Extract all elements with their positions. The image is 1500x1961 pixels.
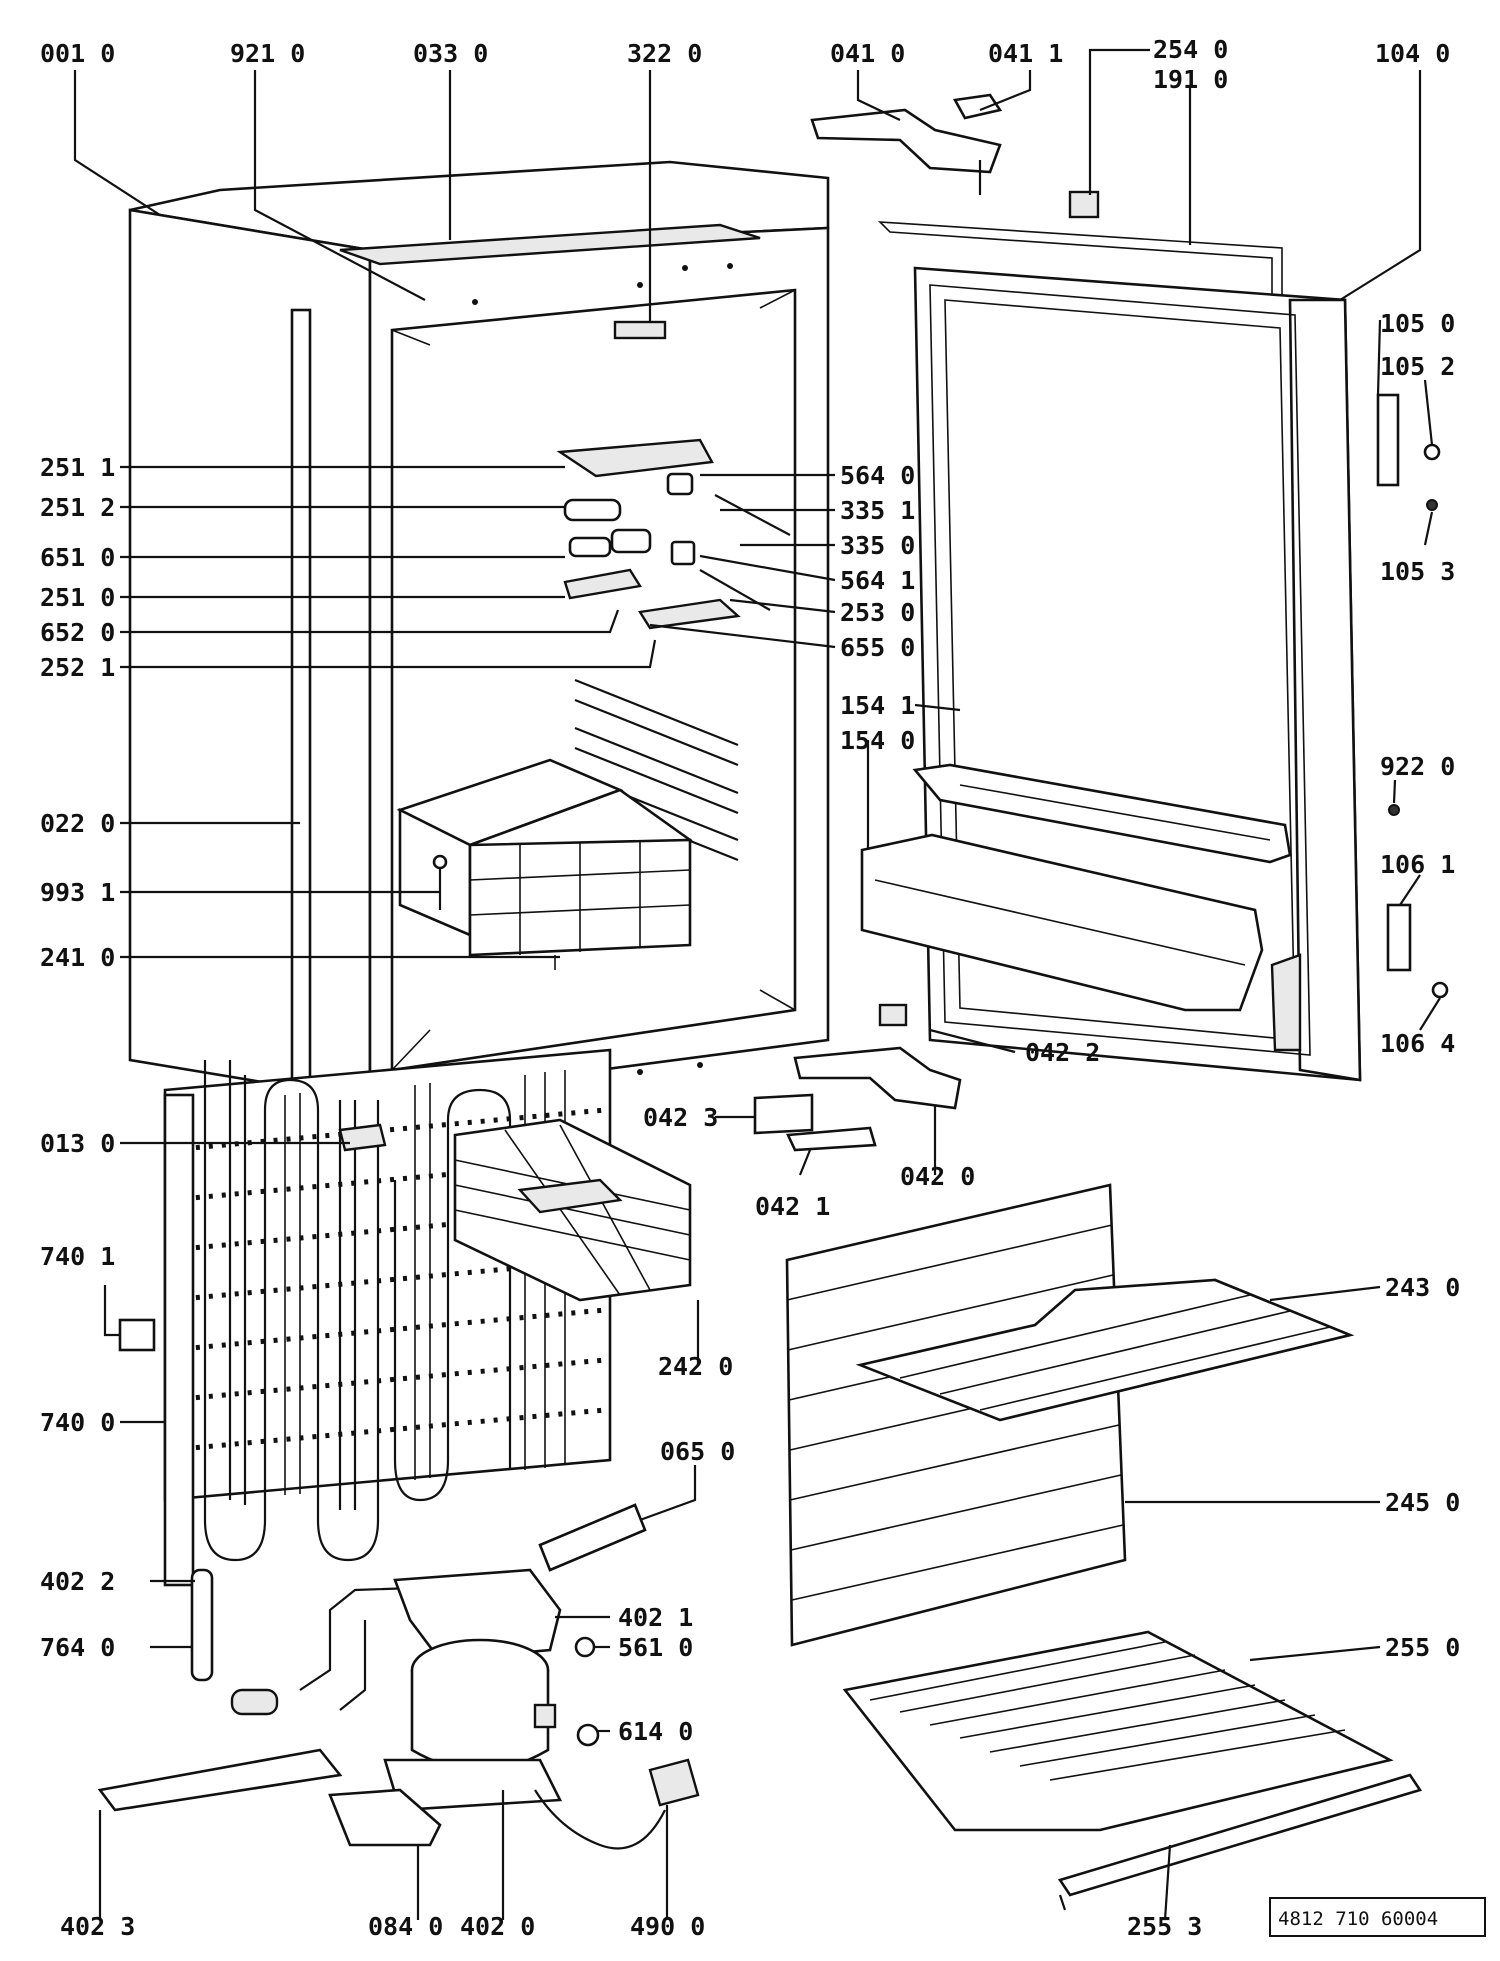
crisper-tray	[842, 1630, 1423, 1897]
part-label: 402 2	[40, 1567, 115, 1596]
part-label: 104 0	[1375, 39, 1450, 68]
part-label: 922 0	[1380, 752, 1455, 781]
part-label: 242 0	[658, 1352, 733, 1381]
evaporator	[453, 1118, 692, 1302]
part-label: 251 1	[40, 453, 115, 482]
document-number: 4812 710 60004	[1278, 1908, 1438, 1930]
thermostat-assembly	[556, 438, 791, 630]
part-label: 255 0	[1385, 1633, 1460, 1662]
freezer-compartment	[396, 758, 693, 970]
part-label: 651 0	[40, 543, 115, 572]
part-label: 740 1	[40, 1242, 115, 1271]
part-label: 065 0	[660, 1437, 735, 1466]
part-label: 402 0	[460, 1912, 535, 1941]
part-label: 655 0	[840, 633, 915, 662]
part-label: 013 0	[40, 1129, 115, 1158]
part-label: 042 1	[755, 1192, 830, 1221]
part-label: 241 0	[40, 943, 115, 972]
part-label: 105 3	[1380, 557, 1455, 586]
cabinet-body	[128, 160, 830, 1122]
part-label: 253 0	[840, 598, 915, 627]
part-labels: 001 0 921 0 033 0 322 0 041 0 041 1 254 …	[40, 35, 1460, 1941]
part-label: 154 1	[840, 691, 915, 720]
part-label: 252 1	[40, 653, 115, 682]
door	[860, 190, 1362, 1082]
part-label: 042 3	[643, 1103, 718, 1132]
part-label: 254 0	[1153, 35, 1228, 64]
part-label: 335 0	[840, 531, 915, 560]
part-label: 041 1	[988, 39, 1063, 68]
document-number-box: 4812 710 60004	[1269, 1897, 1486, 1937]
part-label: 042 2	[1025, 1038, 1100, 1067]
part-label: 561 0	[618, 1633, 693, 1662]
part-label: 255 3	[1127, 1912, 1202, 1941]
part-label: 490 0	[630, 1912, 705, 1941]
part-label: 335 1	[840, 496, 915, 525]
part-label: 564 0	[840, 461, 915, 490]
part-label: 106 4	[1380, 1029, 1455, 1058]
part-label: 245 0	[1385, 1488, 1460, 1517]
part-label: 106 1	[1380, 850, 1455, 879]
part-label: 191 0	[1153, 65, 1228, 94]
part-label: 105 0	[1380, 309, 1455, 338]
part-label: 243 0	[1385, 1273, 1460, 1302]
part-label: 614 0	[618, 1717, 693, 1746]
part-label: 921 0	[230, 39, 305, 68]
part-label: 251 2	[40, 493, 115, 522]
part-label: 022 0	[40, 809, 115, 838]
top-hinges	[810, 93, 1003, 195]
part-label: 251 0	[40, 583, 115, 612]
compressor-assembly	[97, 1503, 700, 1850]
part-label: 402 3	[60, 1912, 135, 1941]
part-label: 564 1	[840, 566, 915, 595]
leader-lines	[73, 48, 1441, 1921]
part-label: 322 0	[627, 39, 702, 68]
part-label: 402 1	[618, 1603, 693, 1632]
part-label: 740 0	[40, 1408, 115, 1437]
door-side-parts	[1376, 393, 1449, 999]
part-label: 084 0	[368, 1912, 443, 1941]
part-label: 154 0	[840, 726, 915, 755]
bottom-hinges	[753, 1003, 962, 1152]
part-label: 652 0	[40, 618, 115, 647]
part-label: 993 1	[40, 878, 115, 907]
part-label: 001 0	[40, 39, 115, 68]
back-panel	[785, 1183, 1355, 1647]
part-label: 105 2	[1380, 352, 1455, 381]
part-label: 764 0	[40, 1633, 115, 1662]
part-label: 033 0	[413, 39, 488, 68]
part-label: 042 0	[900, 1162, 975, 1191]
part-label: 041 0	[830, 39, 905, 68]
